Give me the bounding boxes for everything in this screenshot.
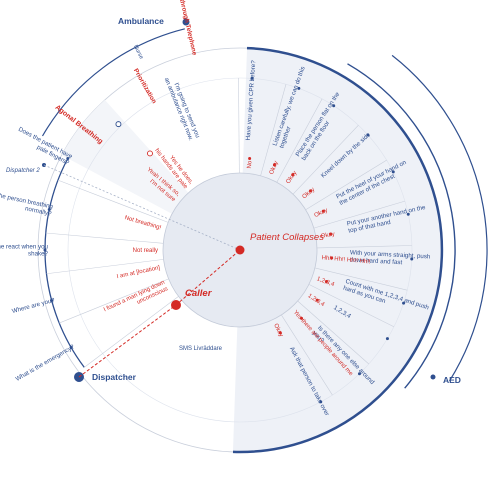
cpr-telephone-label: CPR through Telephone (175, 0, 198, 56)
cpr-divider (316, 245, 412, 249)
ambulance-label: Ambulance (118, 16, 164, 26)
dispatcher-question-tick (47, 207, 51, 211)
dispatcher-question: What is the emergency? (14, 343, 76, 383)
caller-answer: Not really (133, 248, 158, 254)
caller-response: Okay (320, 231, 335, 239)
checkpoint-marker (115, 121, 122, 128)
cpr-instruction-tick (297, 86, 301, 90)
cpr-instruction: With your arms straight, pushdown hard a… (349, 249, 431, 267)
cpr-instruction-tick (250, 76, 254, 80)
cpr-divider (308, 284, 395, 328)
caller-response-tick (248, 157, 252, 161)
cpr-instruction-tick (319, 400, 323, 404)
cpr-instruction-tick (406, 212, 410, 216)
cpr-instruction-tick (410, 257, 414, 261)
aed-node[interactable] (430, 374, 436, 380)
dispatcher-question-tick (66, 156, 70, 160)
caller-response-tick (291, 173, 295, 177)
cpr-divider (276, 98, 323, 183)
dispatcher-divider (84, 296, 179, 368)
aed-outer-arc (391, 54, 488, 382)
cpr-instruction-tick (402, 301, 406, 305)
caller-response-tick (330, 256, 334, 260)
caller-response: Okay (272, 323, 284, 338)
agonal-breathing-sector (61, 99, 189, 214)
caller-response-tick (308, 189, 312, 193)
dispatcher-question: Does the patient havepale fingers? (14, 126, 74, 167)
cpr-instruction-tick (385, 337, 389, 341)
dispatcher-divider (46, 259, 164, 275)
dispatcher-arc (44, 158, 85, 368)
cpr-divider (305, 159, 387, 211)
dispatcher2-label: Dispatcher 2 (6, 168, 40, 174)
caller-response: No (247, 160, 254, 169)
caller-to-patient-line (175, 249, 241, 306)
patient-collapses-node[interactable] (235, 245, 245, 255)
cpr-instruction-tick (391, 170, 395, 174)
cpr-divider (260, 84, 287, 176)
caller-response-tick (321, 209, 325, 213)
caller-response-tick (329, 232, 333, 236)
cpr-divider (297, 300, 370, 365)
dispatcher-question-tick (43, 248, 47, 252)
caller-node[interactable] (171, 300, 181, 310)
aed-label: AED (443, 375, 461, 385)
inner-ring (67, 77, 413, 423)
ambulance-arc (41, 28, 185, 137)
dispatcher-divider (45, 232, 164, 244)
cpr-arc (232, 46, 444, 454)
dispatcher-to-caller-line (78, 304, 177, 378)
caller-response-tick (278, 331, 282, 335)
caller-response-tick (300, 316, 304, 320)
cpr-divider (292, 125, 359, 195)
caller-response-tick (324, 279, 328, 283)
patient-collapses-label: Patient Collapses (250, 232, 324, 243)
dispatcher-divider (57, 179, 169, 223)
caller-response: Hh!! Hh!! Hh!! Hh!! (321, 255, 371, 265)
caller-response-tick (315, 298, 319, 302)
dispatcher-label: Dispatcher (92, 372, 137, 382)
dispatcher-question-tick (69, 346, 73, 349)
dispatcher-question-tick (50, 298, 54, 302)
cpr-instruction-tick (357, 372, 361, 376)
aed-arc (347, 63, 456, 389)
cpr-divider (281, 314, 333, 396)
ambulance-node[interactable] (182, 18, 190, 26)
cpr-instruction-tick (332, 104, 336, 108)
checkpoint-marker (147, 150, 153, 157)
nurse-label: Nurse (132, 44, 144, 60)
cpr-divider (313, 200, 406, 229)
dispatcher-divider (59, 278, 169, 324)
caller-response: Okay (313, 208, 328, 219)
caller-label: Caller (185, 288, 213, 299)
cpr-divider (238, 78, 240, 174)
cpr-divider (314, 267, 408, 291)
sms-livraddare-label: SMS Livräddare (179, 346, 223, 352)
caller-response: Okay (269, 160, 280, 175)
cpr-instruction-tick (366, 133, 370, 137)
caller-response-tick (272, 163, 276, 167)
cpr-sector (232, 48, 442, 452)
